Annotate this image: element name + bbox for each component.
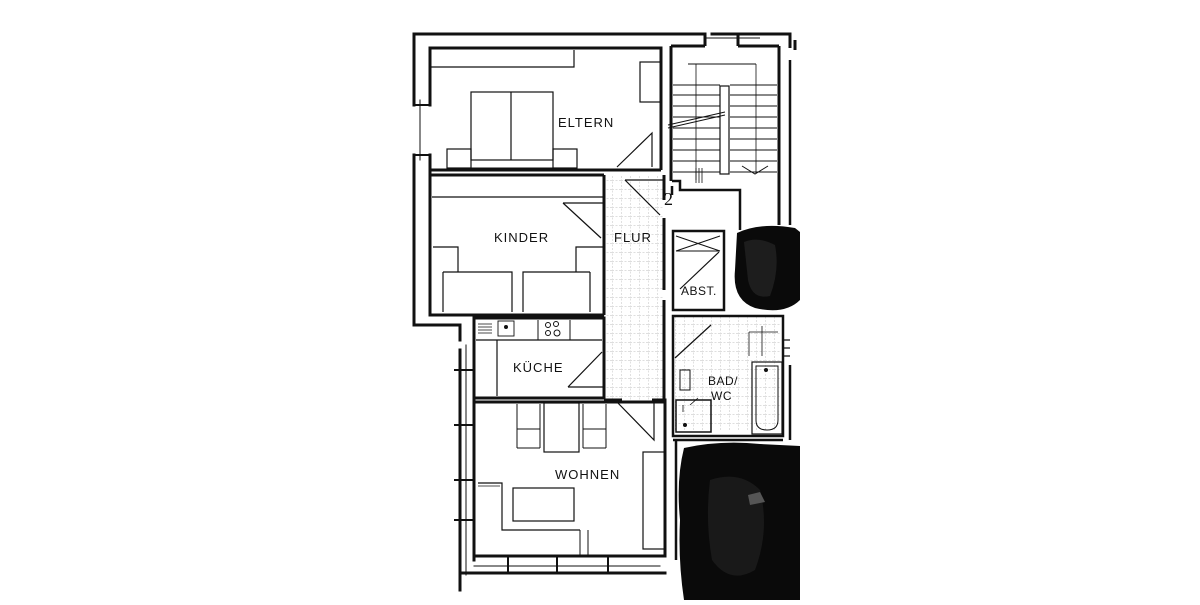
room-bad [671, 314, 792, 560]
stairwell [667, 34, 797, 230]
label-abst: ABST. [681, 284, 717, 298]
room-abst [671, 229, 726, 312]
outer-walls [412, 32, 792, 592]
blank-margin [800, 0, 1200, 600]
flur-walls [604, 175, 666, 442]
label-kueche: KÜCHE [513, 360, 564, 375]
room-kinder [430, 173, 606, 317]
label-flur: FLUR [614, 230, 652, 245]
room-eltern [430, 48, 663, 172]
label-eltern: ELTERN [558, 115, 614, 130]
redaction-marks [678, 225, 800, 600]
label-wc: WC [711, 389, 732, 403]
room-kueche [472, 316, 606, 400]
label-kinder: KINDER [494, 230, 549, 245]
flur-tile-floor [604, 175, 664, 400]
room-wohnen [474, 400, 666, 556]
label-wohnen: WOHNEN [555, 467, 620, 482]
label-bad: BAD/ [708, 374, 738, 388]
stair-number: 2 [664, 189, 673, 209]
bad-tile-floor [675, 316, 780, 431]
